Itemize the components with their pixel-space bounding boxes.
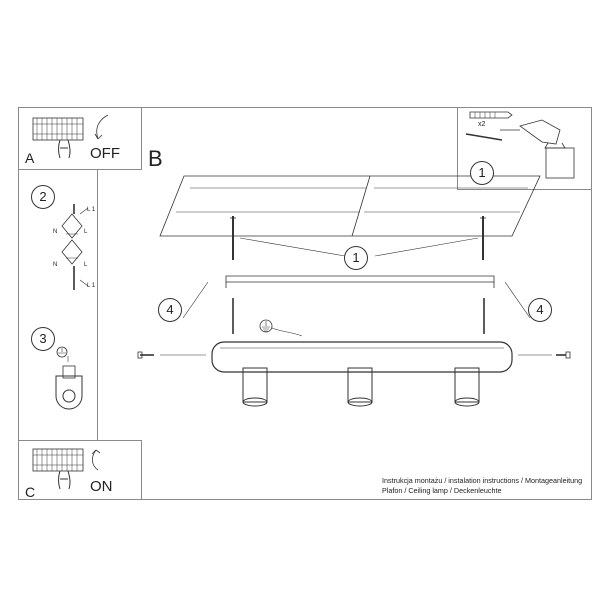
instruction-caption: Instrukcja montażu / instalation instruc… [382, 476, 582, 496]
terminal-l1-bottom: L 1 [87, 283, 96, 289]
panel-a-action: OFF [90, 145, 120, 162]
step-3: 3 [31, 327, 55, 351]
spotlight-left [242, 367, 268, 407]
hand-icon [58, 139, 71, 159]
screw-icon [465, 133, 503, 141]
step-1-main: 1 [344, 246, 368, 270]
panel-a-letter: A [25, 150, 35, 166]
terminal-l-bottom: L [84, 262, 88, 268]
terminal-n-bottom: N [53, 262, 58, 268]
ceiling-anchor-left [230, 216, 236, 260]
step-1-tools: 1 [470, 161, 494, 185]
panel-a-switch-off [18, 107, 142, 170]
side-screw-left [137, 351, 154, 359]
terminal-l-top: L [84, 229, 88, 235]
ceiling-surface [159, 175, 541, 237]
spotlight-middle [347, 367, 373, 407]
panel-b-letter: B [148, 146, 163, 171]
mounting-bracket [225, 275, 495, 288]
rotate-arrow-icon-c [92, 449, 99, 471]
terminal-block-icon [61, 204, 89, 290]
step-4-left: 4 [158, 298, 182, 322]
spotlight-right [454, 367, 480, 407]
rotate-arrow-icon [96, 114, 109, 140]
step-4-right: 4 [528, 298, 552, 322]
panel-c-letter: C [25, 484, 36, 500]
caption-line-2: Plafon / Ceiling lamp / Deckenleuchte [382, 486, 502, 495]
terminal-l1-top: L 1 [87, 207, 96, 213]
wall-switch-icon [32, 117, 84, 141]
ceiling-lamp-body [211, 341, 513, 373]
hand-icon-c [58, 470, 71, 490]
step-2: 2 [31, 185, 55, 209]
drill-icon [500, 119, 575, 179]
ceiling-anchor-right [480, 216, 486, 260]
panel-c-action: ON [90, 478, 113, 495]
side-screw-right [556, 351, 571, 359]
ground-symbol-icon [259, 319, 303, 337]
anchor-count: x2 [478, 121, 486, 128]
wall-switch-icon-c [32, 448, 84, 472]
ground-terminal-icon [55, 346, 83, 410]
wall-plug-icon [469, 111, 513, 119]
terminal-n-top: N [53, 229, 58, 235]
panel-c-switch-on [18, 440, 142, 500]
caption-line-1: Instrukcja montażu / instalation instruc… [382, 476, 583, 485]
panel-wiring-steps [18, 170, 98, 440]
